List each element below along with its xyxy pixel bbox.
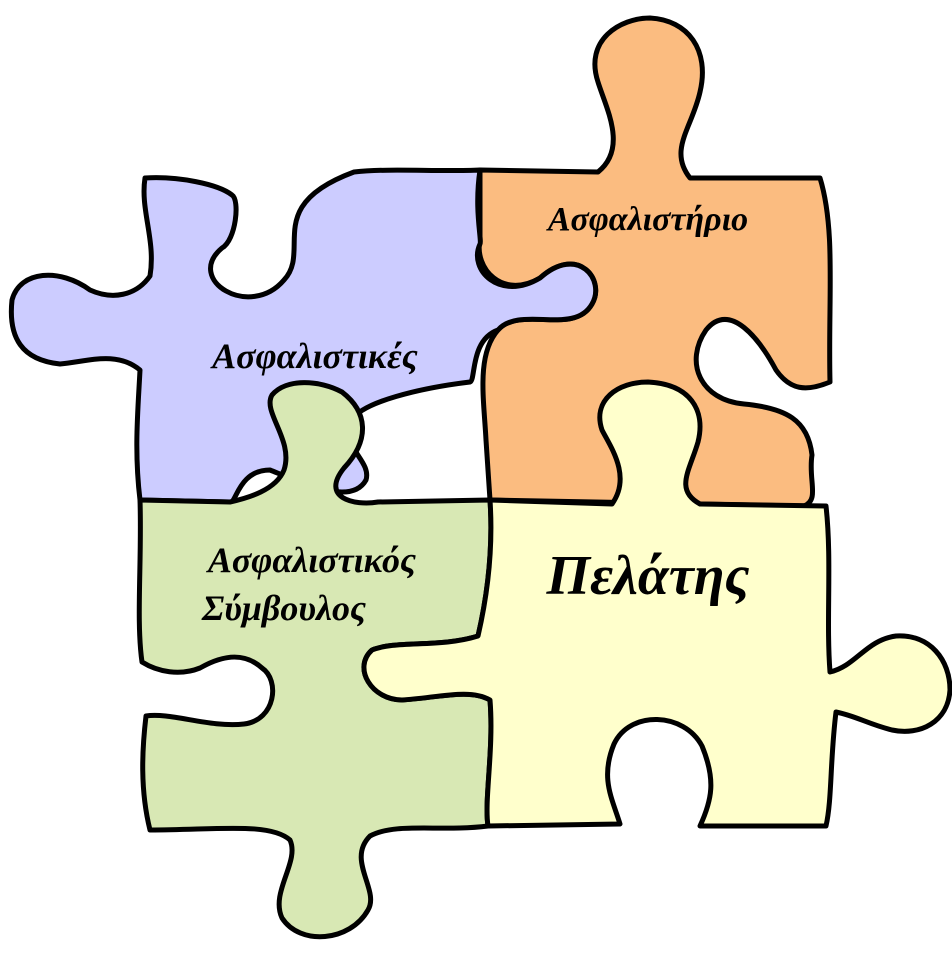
puzzle-piece-customer — [361, 379, 952, 829]
insurance-advisor-label-line1: Ασφαλιστικός — [206, 540, 416, 580]
customer-label: Πελάτης — [546, 545, 750, 607]
insurance-policy-label: Ασφαλιστήριο — [546, 201, 748, 238]
puzzle-piece-insurance-companies — [8, 167, 599, 505]
puzzle-piece-insurance-advisor — [136, 380, 494, 940]
insurance-advisor-label-line2: Σύμβουλος — [201, 588, 366, 628]
insurance-companies-label: Ασφαλιστικές — [210, 336, 418, 376]
